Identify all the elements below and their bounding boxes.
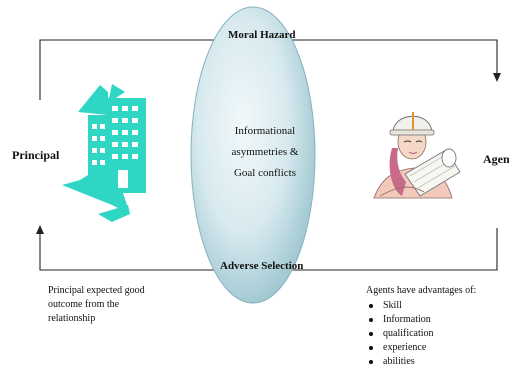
principal-note-line: relationship bbox=[48, 313, 96, 324]
bullet-icon bbox=[369, 304, 373, 308]
list-item-label: Skill bbox=[383, 300, 402, 311]
construction-worker-icon bbox=[373, 112, 461, 199]
center-text-line: asymmetries & bbox=[231, 146, 299, 158]
list-item: qualification bbox=[366, 327, 506, 341]
arrow-down-icon bbox=[493, 73, 501, 82]
bullet-icon bbox=[369, 332, 373, 336]
agent-label: Agen bbox=[483, 152, 509, 166]
agent-note: Agents have advantages of: Skill Informa… bbox=[366, 284, 506, 369]
principal-label: Principal bbox=[12, 148, 60, 162]
info-asymmetry-ellipse bbox=[190, 6, 316, 304]
center-text-line: Goal conflicts bbox=[233, 167, 296, 179]
office-building-icon bbox=[62, 84, 146, 222]
list-item: Skill bbox=[366, 299, 506, 313]
principal-note: Principal expected good outcome from the… bbox=[48, 284, 208, 326]
list-item-label: qualification bbox=[383, 328, 434, 339]
list-item-label: experience bbox=[383, 342, 427, 353]
bullet-icon bbox=[369, 346, 373, 350]
bullet-icon bbox=[369, 360, 373, 364]
arrow-up-icon bbox=[36, 225, 44, 234]
list-item: Information bbox=[366, 313, 506, 327]
agent-advantages-list: Skill Information qualification experien… bbox=[366, 299, 506, 369]
center-text: Informational asymmetries & Goal conflic… bbox=[200, 121, 330, 184]
principal-note-line: outcome from the bbox=[48, 299, 120, 310]
list-item-label: abilities bbox=[383, 356, 415, 367]
agent-note-heading: Agents have advantages of: bbox=[366, 285, 477, 296]
adverse-selection-label: Adverse Selection bbox=[220, 260, 304, 272]
list-item-label: Information bbox=[383, 314, 431, 325]
principal-note-line: Principal expected good bbox=[48, 285, 145, 296]
moral-hazard-label: Moral Hazard bbox=[228, 29, 296, 41]
center-text-line: Informational bbox=[234, 125, 296, 137]
list-item: experience bbox=[366, 341, 506, 355]
list-item: abilities bbox=[366, 355, 506, 369]
bullet-icon bbox=[369, 318, 373, 322]
